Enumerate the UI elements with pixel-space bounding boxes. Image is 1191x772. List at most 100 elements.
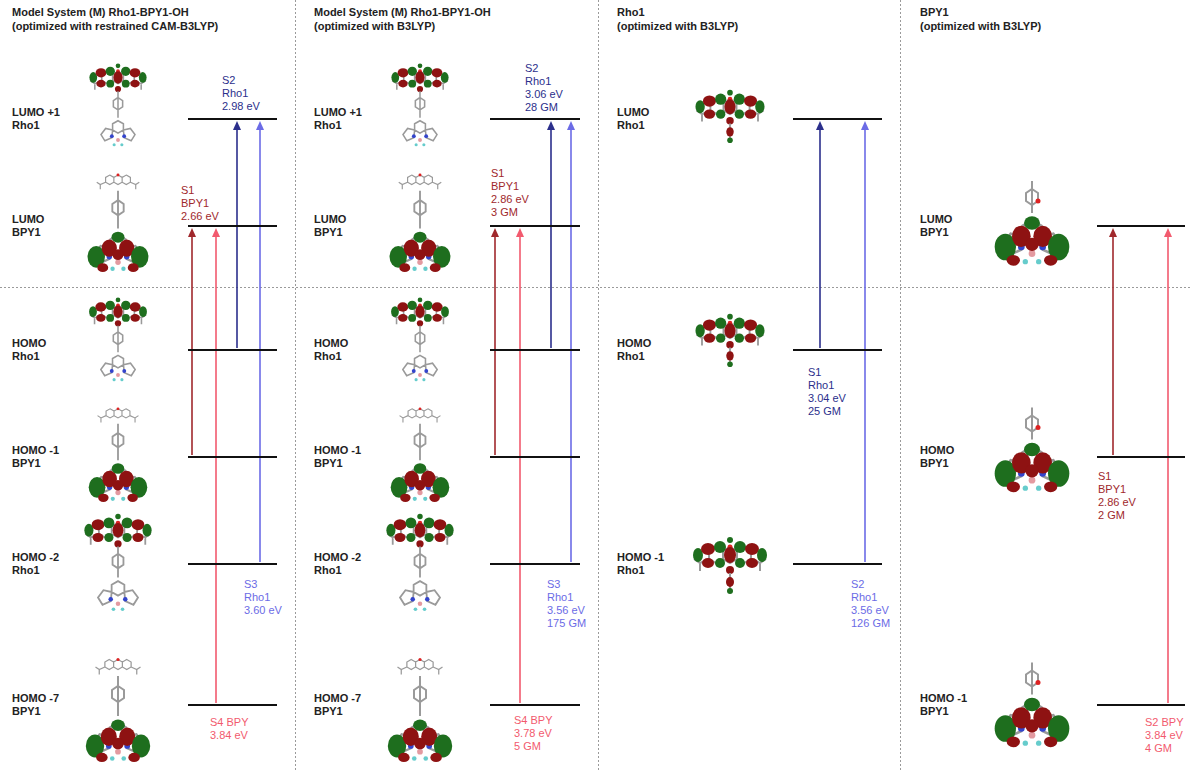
- column-heading: BPY1: [920, 5, 949, 19]
- level-caption: HOMO -1BPY1: [920, 692, 967, 718]
- level-caption: HOMO -7BPY1: [12, 692, 59, 718]
- orbital-label: BPY1: [12, 457, 59, 470]
- orbital-label: Rho1: [617, 564, 664, 577]
- column-separator: [598, 0, 599, 772]
- level-line: [188, 563, 277, 565]
- level-caption: HOMORho1: [12, 337, 46, 363]
- energy-level: HOMOBPY1: [1097, 455, 1185, 459]
- level-line: [793, 349, 882, 351]
- orbital-plot: [89, 298, 147, 382]
- transition-label: S4 BPY 3.84 eV: [210, 716, 251, 742]
- orbital-plot: [693, 537, 767, 594]
- energy-level: HOMO -1BPY1: [188, 455, 277, 459]
- arrow-head: [547, 121, 555, 130]
- arrow-shaft: [1167, 237, 1169, 703]
- column-heading: Model System (M) Rho1-BPY1-OH: [314, 5, 491, 19]
- arrow-shaft: [550, 130, 552, 348]
- energy-level: LUMO +1Rho1: [188, 117, 277, 121]
- transition-label: S1 BPY1 2.66 eV: [181, 184, 222, 223]
- arrow-shaft: [519, 237, 521, 703]
- energy-level: HOMO -1BPY1: [490, 455, 580, 459]
- level-caption: LUMO +1Rho1: [314, 106, 362, 132]
- arrow-shaft: [236, 130, 238, 348]
- orbital-label: HOMO: [12, 337, 46, 350]
- transition-label: S1 Rho1 3.04 eV 25 GM: [808, 366, 849, 418]
- orbital-label: HOMO -1: [12, 444, 59, 457]
- transition-arrow: [233, 121, 241, 348]
- transition-arrow: [491, 228, 499, 455]
- orbital-label: BPY1: [314, 705, 361, 718]
- level-line: [793, 118, 882, 120]
- orbital-label: BPY1: [314, 457, 361, 470]
- level-caption: HOMO -2Rho1: [314, 551, 361, 577]
- transition-arrow: [816, 121, 824, 348]
- orbital-label: BPY1: [12, 226, 44, 239]
- orbital-plot: [391, 64, 448, 147]
- orbital-plot: [89, 64, 146, 147]
- orbital-plot: [386, 514, 453, 611]
- orbital-plot: [86, 658, 150, 762]
- energy-level: LUMOBPY1: [1097, 224, 1185, 228]
- orbital-label: LUMO: [314, 213, 346, 226]
- arrow-head: [256, 121, 264, 130]
- arrow-head: [516, 228, 524, 237]
- orbital-plots: [84, 64, 1069, 762]
- orbital-label: HOMO -7: [12, 692, 59, 705]
- orbital-label: BPY1: [314, 226, 346, 239]
- homo-lumo-divider: [0, 287, 1191, 288]
- arrow-head: [233, 121, 241, 130]
- energy-level: LUMO +1Rho1: [490, 117, 580, 121]
- orbital-plot: [695, 314, 764, 367]
- transition-arrow: [516, 228, 524, 703]
- level-caption: LUMOBPY1: [12, 213, 44, 239]
- level-caption: HOMO -1Rho1: [617, 551, 664, 577]
- orbital-plot: [391, 298, 449, 382]
- orbital-plot: [695, 90, 764, 143]
- orbital-label: LUMO: [617, 106, 649, 119]
- energy-level: HOMORho1: [793, 348, 882, 352]
- orbital-label: Rho1: [314, 119, 362, 132]
- column-heading: (optimized with B3LYP): [920, 19, 1041, 33]
- orbital-label: LUMO +1: [12, 106, 60, 119]
- orbital-label: LUMO: [920, 213, 952, 226]
- orbital-label: HOMO: [617, 337, 651, 350]
- orbital-label: HOMO -1: [617, 551, 664, 564]
- column-heading: (optimized with B3LYP): [617, 19, 738, 33]
- energy-level: HOMO -7BPY1: [490, 703, 580, 707]
- transition-arrow: [188, 228, 196, 455]
- energy-level: HOMORho1: [490, 348, 580, 352]
- level-caption: HOMORho1: [314, 337, 348, 363]
- level-caption: LUMORho1: [617, 106, 649, 132]
- arrow-shaft: [259, 130, 261, 562]
- level-line: [490, 118, 580, 120]
- energy-level: LUMOBPY1: [188, 224, 277, 228]
- orbital-label: HOMO -1: [314, 444, 361, 457]
- orbital-label: BPY1: [920, 705, 967, 718]
- arrow-shaft: [570, 130, 572, 562]
- arrow-shaft: [1112, 237, 1114, 455]
- orbital-label: Rho1: [617, 119, 649, 132]
- arrow-shaft: [215, 237, 217, 703]
- level-caption: HOMOBPY1: [920, 444, 954, 470]
- orbital-label: BPY1: [12, 705, 59, 718]
- transition-label: S2 Rho1 3.56 eV 126 GM: [851, 578, 892, 630]
- level-line: [1097, 456, 1185, 458]
- level-line: [490, 456, 580, 458]
- level-line: [490, 704, 580, 706]
- arrow-shaft: [191, 237, 193, 455]
- orbital-label: Rho1: [12, 564, 59, 577]
- energy-level: LUMOBPY1: [490, 224, 580, 228]
- energy-level: HOMO -7BPY1: [188, 703, 277, 707]
- orbital-plot: [84, 514, 151, 611]
- orbital-plot: [89, 407, 148, 502]
- transition-arrow: [1109, 228, 1117, 455]
- transition-label: S3 Rho1 3.60 eV: [244, 578, 285, 617]
- orbital-plot: [390, 174, 451, 272]
- level-line: [490, 349, 580, 351]
- level-line: [793, 563, 882, 565]
- level-line: [490, 225, 580, 227]
- energy-level: HOMO -2Rho1: [188, 562, 277, 566]
- column-heading: Model System (M) Rho1-BPY1-OH: [12, 5, 189, 19]
- transition-label: S1 BPY1 2.86 eV 2 GM: [1098, 470, 1139, 522]
